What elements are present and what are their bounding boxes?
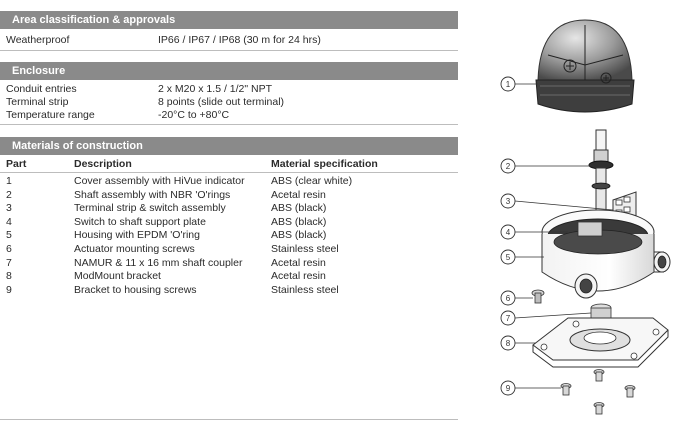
table-row: 8 ModMount bracket Acetal resin xyxy=(0,270,458,284)
leader-lines xyxy=(514,83,614,389)
part-description: NAMUR & 11 x 16 mm shaft coupler xyxy=(74,256,243,269)
mounting-screw-icon xyxy=(531,289,545,304)
svg-text:6: 6 xyxy=(506,294,511,303)
spec-row: Temperature range -20°C to +80°C xyxy=(0,109,458,122)
callout-7: 7 xyxy=(500,310,516,326)
part-number: 9 xyxy=(6,283,12,296)
part-material: ABS (black) xyxy=(271,215,327,228)
spec-label: Terminal strip xyxy=(6,96,69,108)
spec-label: Weatherproof xyxy=(6,34,70,46)
svg-text:7: 7 xyxy=(506,314,511,323)
part-material: Acetal resin xyxy=(271,270,326,283)
bracket-screw-icon xyxy=(560,369,636,415)
spec-row: Terminal strip 8 points (slide out termi… xyxy=(0,96,458,109)
modmount-bracket-icon xyxy=(532,317,669,368)
col-header-part: Part xyxy=(6,158,27,170)
part-material: Acetal resin xyxy=(271,256,326,269)
spec-value: 2 x M20 x 1.5 / 1/2" NPT xyxy=(158,83,273,95)
table-row: 7 NAMUR & 11 x 16 mm shaft coupler Aceta… xyxy=(0,257,458,271)
part-description: Actuator mounting screws xyxy=(74,242,195,255)
materials-table-header: Part Description Material specification xyxy=(0,157,458,172)
part-number: 8 xyxy=(6,270,12,283)
spec-label: Conduit entries xyxy=(6,83,77,95)
svg-text:8: 8 xyxy=(506,339,511,348)
table-row: 5 Housing with EPDM 'O'ring ABS (black) xyxy=(0,229,458,243)
table-row: 3 Terminal strip & switch assembly ABS (… xyxy=(0,202,458,216)
part-description: Shaft assembly with NBR 'O'rings xyxy=(74,188,231,201)
shaft-coupler-icon xyxy=(590,303,612,319)
svg-text:1: 1 xyxy=(506,80,511,89)
part-description: ModMount bracket xyxy=(74,270,161,283)
part-material: Stainless steel xyxy=(271,283,339,296)
enclosure-section: Enclosure Conduit entries 2 x M20 x 1.5 … xyxy=(0,62,458,125)
part-number: 3 xyxy=(6,202,12,215)
callout-8: 8 xyxy=(500,335,516,351)
part-material: ABS (black) xyxy=(271,229,327,242)
part-description: Cover assembly with HiVue indicator xyxy=(74,175,245,187)
enclosure-header: Enclosure xyxy=(0,62,458,80)
shaft-assembly-icon xyxy=(588,129,614,217)
callout-9: 9 xyxy=(500,380,516,396)
spec-row: Conduit entries 2 x M20 x 1.5 / 1/2" NPT xyxy=(0,83,458,96)
table-row: 6 Actuator mounting screws Stainless ste… xyxy=(0,243,458,257)
part-number: 1 xyxy=(6,175,12,187)
materials-header: Materials of construction xyxy=(0,137,458,155)
col-header-description: Description xyxy=(74,158,132,170)
spec-row: Weatherproof IP66 / IP67 / IP68 (30 m fo… xyxy=(0,34,458,47)
part-description: Terminal strip & switch assembly xyxy=(74,202,226,215)
table-row: 9 Bracket to housing screws Stainless st… xyxy=(0,284,458,298)
callout-4: 4 xyxy=(500,224,516,240)
svg-text:5: 5 xyxy=(506,253,511,262)
part-material: Acetal resin xyxy=(271,188,326,201)
table-row: 1 Cover assembly with HiVue indicator AB… xyxy=(0,175,458,189)
callout-6: 6 xyxy=(500,290,516,306)
callout-5: 5 xyxy=(500,249,516,265)
table-row: 2 Shaft assembly with NBR 'O'rings Aceta… xyxy=(0,189,458,203)
part-material: Stainless steel xyxy=(271,242,339,255)
divider xyxy=(0,124,458,125)
svg-text:4: 4 xyxy=(506,228,511,237)
divider xyxy=(0,419,458,420)
area-section: Area classification & approvals Weatherp… xyxy=(0,11,458,51)
part-material: ABS (black) xyxy=(271,202,327,215)
part-number: 6 xyxy=(6,242,12,255)
svg-text:2: 2 xyxy=(506,162,511,171)
housing-icon xyxy=(541,209,671,299)
divider xyxy=(0,172,458,173)
part-number: 5 xyxy=(6,229,12,242)
part-description: Bracket to housing screws xyxy=(74,283,197,296)
table-row: 4 Switch to shaft support plate ABS (bla… xyxy=(0,216,458,230)
part-material: ABS (clear white) xyxy=(271,175,353,187)
part-number: 2 xyxy=(6,188,12,201)
spec-value: 8 points (slide out terminal) xyxy=(158,96,285,108)
svg-text:3: 3 xyxy=(506,197,511,206)
part-number: 4 xyxy=(6,215,12,228)
part-description: Switch to shaft support plate xyxy=(74,215,206,228)
callout-3: 3 xyxy=(500,193,516,209)
spec-label: Temperature range xyxy=(6,109,95,121)
spec-value: -20°C to +80°C xyxy=(158,109,230,121)
cover-assembly-icon xyxy=(535,19,635,113)
spec-value: IP66 / IP67 / IP68 (30 m for 24 hrs) xyxy=(158,34,321,46)
area-header: Area classification & approvals xyxy=(0,11,458,29)
part-description: Housing with EPDM 'O'ring xyxy=(74,229,200,242)
divider xyxy=(0,50,458,51)
materials-section: Materials of construction Part Descripti… xyxy=(0,137,458,297)
svg-text:9: 9 xyxy=(506,384,511,393)
callout-1: 1 xyxy=(500,76,516,92)
spec-tables: Area classification & approvals Weatherp… xyxy=(0,11,458,420)
exploded-diagram: 1 2 3 4 5 6 7 8 9 xyxy=(500,19,671,415)
part-number: 7 xyxy=(6,256,12,269)
col-header-material: Material specification xyxy=(271,158,378,170)
callout-2: 2 xyxy=(500,158,516,174)
